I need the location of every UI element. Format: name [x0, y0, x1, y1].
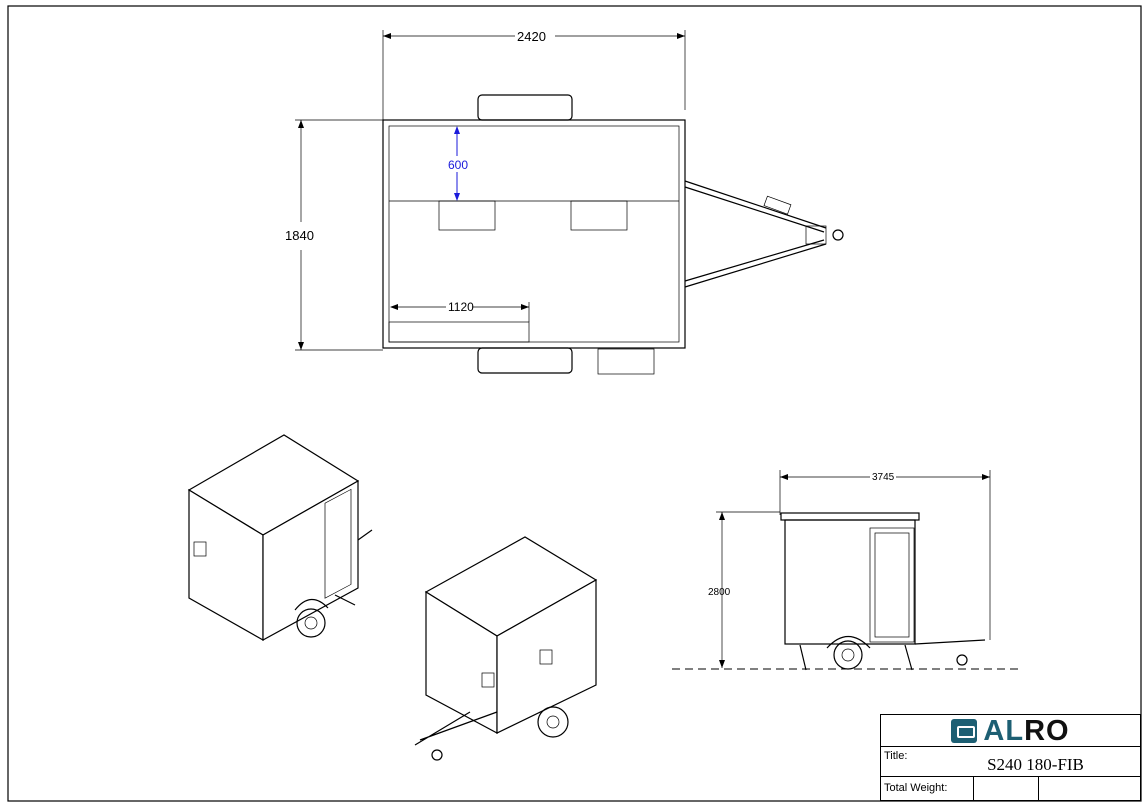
extra-value — [1039, 777, 1140, 800]
isometric-view-front — [414, 536, 598, 761]
isometric-view-rear — [187, 434, 373, 642]
weight-value — [974, 777, 1039, 800]
title-value: S240 180-FIB — [987, 755, 1084, 774]
width-dimension: 2420 — [517, 29, 546, 44]
title-block-title: Title: S240 180-FIB — [880, 746, 1141, 777]
top-view: 2420 1840 600 1120 — [285, 29, 844, 375]
caravan-logo-icon — [951, 719, 978, 743]
inner-dimension-600: 600 — [448, 158, 468, 172]
title-label: Title: — [884, 750, 908, 762]
side-view: 3745 2800 — [672, 468, 1018, 671]
depth-dimension: 1840 — [285, 228, 314, 243]
title-block-logo: ALRO — [880, 714, 1141, 747]
sheet-border — [7, 5, 1142, 802]
length-dimension: 3745 — [872, 472, 895, 483]
inner-dimension-1120: 1120 — [448, 300, 474, 314]
height-dimension: 2800 — [708, 587, 731, 598]
weight-label: Total Weight: — [881, 777, 974, 800]
brand-logo: ALRO — [983, 714, 1070, 747]
title-block-weight: Total Weight: — [880, 776, 1141, 801]
